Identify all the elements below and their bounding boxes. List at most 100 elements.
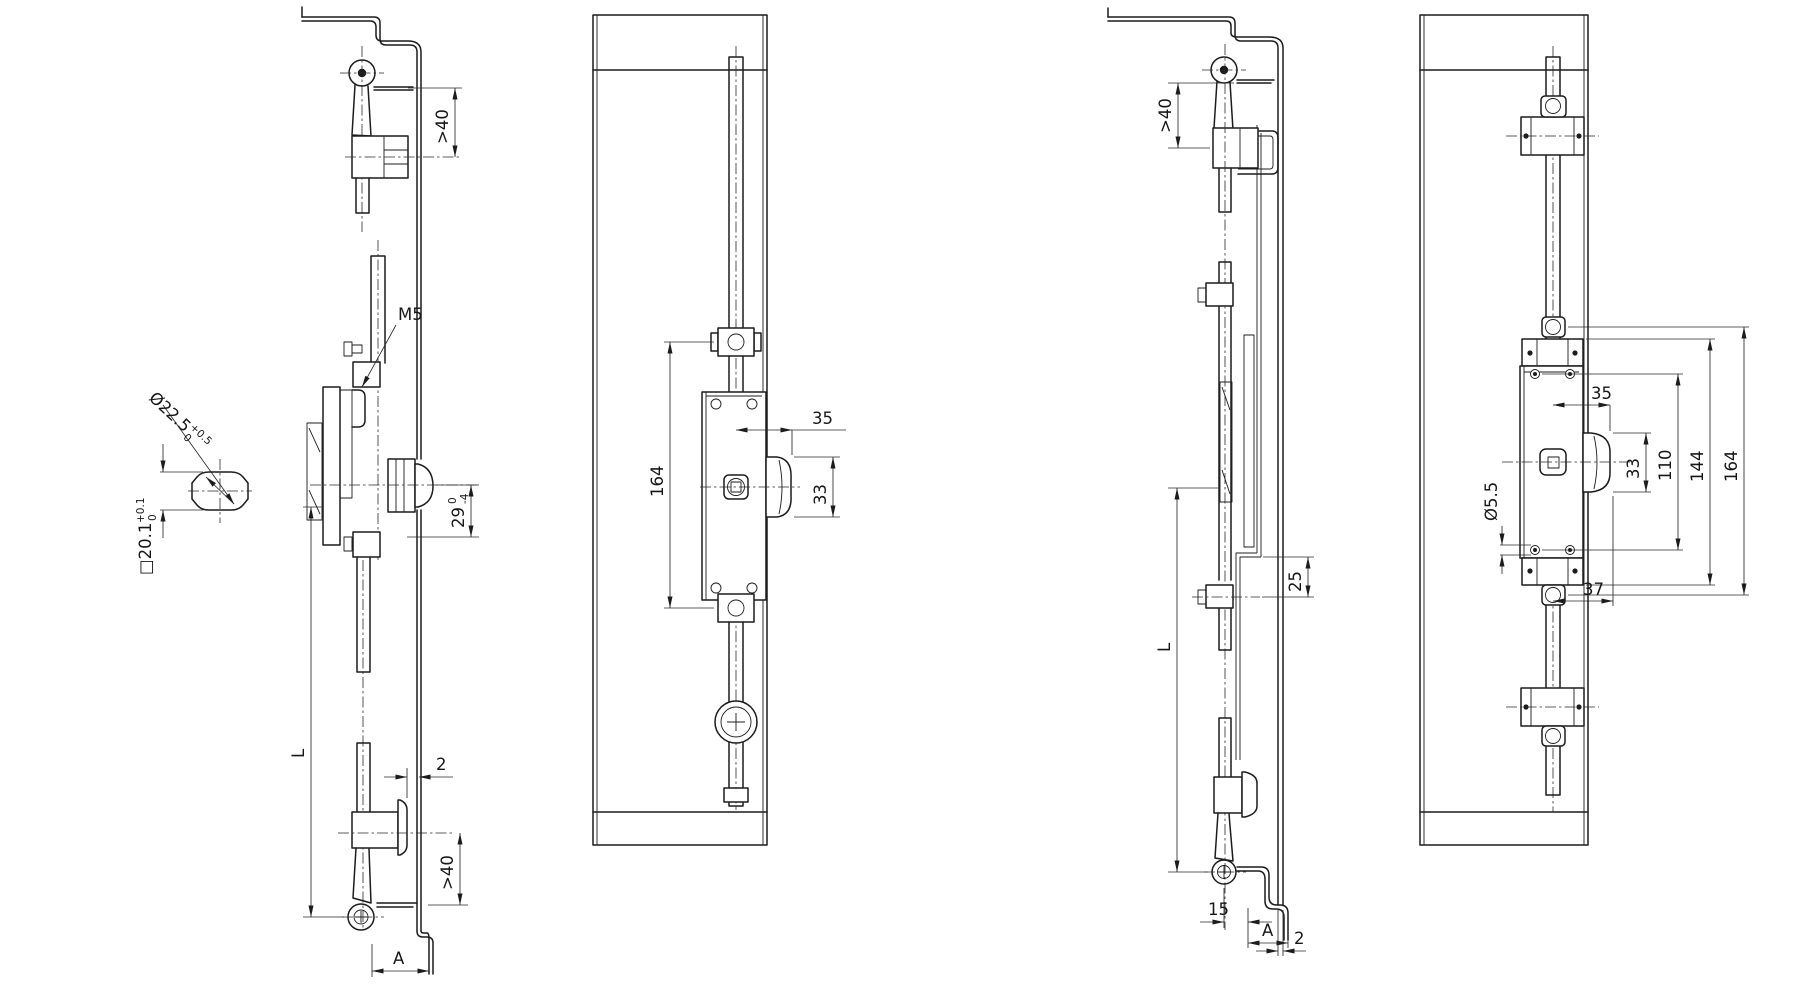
dim-backset: 35 [812, 409, 833, 428]
upper-guide-bush [727, 333, 745, 351]
dim-screw-spacing: 110 [1656, 450, 1675, 482]
dim-bracket-width: A [1262, 921, 1274, 940]
thread-leader [361, 324, 397, 388]
case-screw-hole [746, 398, 758, 410]
guide-screw [1527, 568, 1533, 574]
bottom-roller-nut-bush [1545, 728, 1561, 744]
rod-upper [1218, 167, 1232, 284]
bottom-guide-block [351, 811, 399, 849]
panel-outline [1419, 14, 1589, 846]
side-view-b: >40 L 25 15 A 2 [1107, 7, 1314, 956]
frame-face-outer [1107, 16, 1279, 906]
dim-engagement-bottom: >40 [438, 855, 457, 890]
spindle-square [1547, 456, 1560, 469]
dim-gap: 2 [436, 755, 447, 774]
dim-case-length: 164 [648, 466, 667, 498]
guide-screw [1572, 568, 1578, 574]
rod-slot [306, 422, 323, 521]
rod-collar-bottom [352, 531, 381, 558]
rod-collar-bottom [1205, 584, 1234, 609]
dim-backset: 29 0 -4 [447, 493, 471, 528]
dim-square: □20.1 +0.1 0 [135, 498, 159, 576]
bottom-bracket-inner [1236, 870, 1285, 941]
dim-sheet-thickness: 2 [1294, 929, 1305, 948]
case-body-side [322, 386, 341, 546]
dim-collar-offset: 25 [1286, 571, 1305, 592]
frame-bottom-bracket-inner [420, 930, 430, 975]
guide-screw [1572, 350, 1578, 356]
case-screw [1533, 372, 1537, 376]
dim-case-length: 164 [1722, 451, 1741, 483]
dim-square-tol-upper: +0.1 [135, 498, 147, 524]
dim-backset-tol-upper: 0 [447, 497, 459, 504]
diameter-leader [162, 404, 235, 505]
top-guide-block [1212, 127, 1259, 169]
rod-bottom [356, 742, 371, 813]
front-view-b: 35 33 110 144 164 Ø5.5 37 [1419, 14, 1749, 846]
setscrew-head-bottom [343, 536, 353, 552]
rod-collar-top [1205, 282, 1234, 307]
latch-bolt [1582, 432, 1611, 493]
upper-nut-bush [1545, 319, 1561, 335]
shaft-centerlines [188, 459, 252, 523]
lower-nut-bush [1545, 587, 1561, 603]
dim-backset-tol-lower: -4 [459, 493, 471, 504]
rod-upper [355, 177, 370, 214]
dim-diameter-value: Ø22.5 [145, 388, 194, 436]
m5-tab [351, 389, 366, 428]
frame-inner-profile [1235, 125, 1262, 760]
top-roller-nut-bush [1545, 98, 1561, 114]
handle-hub-cap [414, 463, 434, 508]
handle-hub-flutes [395, 459, 405, 512]
bottom-guide-cap [397, 799, 408, 856]
roller-front-inner [720, 706, 752, 738]
rod-lower [1218, 607, 1232, 778]
top-lever [351, 84, 372, 137]
rod-slot-hatch [1221, 386, 1231, 495]
rod-lower [356, 556, 371, 673]
dim-length: L [289, 748, 308, 758]
case-body-side [1243, 334, 1255, 548]
dim-roller-offset: 15 [1208, 900, 1229, 919]
lower-rod-guide [717, 593, 755, 623]
dim-length: L [1155, 642, 1174, 652]
side-view-a: >40 M5 29 0 -4 L 2 >40 A [289, 6, 480, 977]
case-screw-hole [710, 398, 722, 410]
frame-face-outer [301, 16, 418, 932]
case-plate-side [339, 389, 353, 499]
bottom-lever [1214, 812, 1234, 862]
handle-hub [387, 458, 416, 513]
dim-engagement-top: >40 [1156, 98, 1175, 133]
latch-bolt-arc [1593, 435, 1598, 490]
dim-engagement-top: >40 [433, 109, 452, 144]
dim-rod-offset: 37 [1583, 580, 1604, 599]
dim-backset-value: 29 [449, 507, 468, 528]
bottom-bracket-outer [1236, 866, 1289, 941]
roller-front-cross [727, 713, 745, 731]
case-screw-hole [746, 582, 758, 594]
panel-end-lines [592, 69, 768, 813]
bottom-guide-cap [1241, 771, 1258, 818]
clip-bracket-inner [1238, 135, 1274, 170]
label-thread: M5 [398, 305, 423, 324]
lower-case-guide-details [1536, 558, 1569, 585]
dim-diameter: Ø22.5 +0.5 0 [145, 388, 214, 448]
guide-screw [1527, 350, 1533, 356]
upper-case-guide-details [1536, 339, 1569, 366]
dim-square-value: □20.1 [136, 523, 155, 575]
dim-bracket-width: A [393, 949, 405, 968]
front-view-a: 164 35 33 [592, 14, 846, 846]
shaft-profile-outline [191, 471, 249, 511]
dim-latch-height: 33 [1624, 458, 1643, 479]
rod-slot [1219, 381, 1233, 503]
dim-body-length: 144 [1688, 451, 1707, 483]
frame-bottom-bracket-outer [416, 930, 434, 975]
dim-latch-height: 33 [811, 484, 830, 505]
setscrew-shaft-top [351, 344, 363, 354]
frame-bottom-lip [376, 902, 418, 908]
top-lever [1213, 80, 1234, 131]
bottom-end-guide [723, 787, 749, 803]
rod-collar-top [352, 361, 381, 388]
